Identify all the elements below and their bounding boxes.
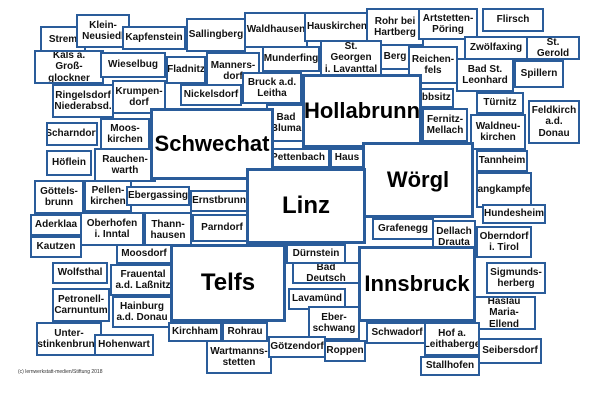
place-card: Frauental a.d. Laßnitz [110, 264, 176, 296]
place-card: Hauskirchen [304, 12, 370, 42]
place-card: Ebergassing [126, 186, 190, 206]
place-card: Wartmanns- stetten [206, 340, 272, 374]
place-card: Berg [380, 44, 410, 70]
place-card: Klein- Neusiedl [76, 14, 130, 48]
credit-text: (c) lernwerkstatt-medien/Stiftung 2018 [18, 369, 103, 375]
place-card: Waldhausen [244, 12, 308, 48]
place-card: Moosdorf [116, 244, 172, 264]
place-card: Fernitz- Mellach [422, 108, 468, 142]
big-place-card-woergl: Wörgl [362, 142, 474, 218]
place-card: Höflein [46, 150, 92, 176]
place-card: Hundesheim [482, 204, 546, 224]
place-card: Unter- stinkenbrunn [36, 322, 102, 356]
place-card: Götzendorf [268, 336, 326, 358]
place-card: Fladnitz [166, 56, 206, 84]
place-card: Sigmunds- herberg [486, 262, 546, 294]
place-card: Feldkirch a.d. Donau [528, 100, 580, 144]
place-card: Stallhofen [420, 356, 480, 376]
big-place-card-linz: Linz [246, 168, 366, 244]
place-card: Moos- kirchen [100, 118, 150, 150]
place-card: Roppen [324, 340, 366, 362]
big-place-card-telfs: Telfs [170, 244, 286, 322]
place-card: Spillern [514, 60, 564, 88]
place-card: Sallingberg [186, 18, 246, 52]
place-card: Parndorf [192, 214, 252, 242]
place-card: Pettenbach [266, 148, 330, 168]
place-card: Rauchen- warth [94, 148, 156, 182]
place-card: St. Georgen i. Lavanttal [320, 40, 382, 76]
place-card: Kals a. Groß- glockner [34, 50, 104, 84]
place-card: Seibersdorf [478, 338, 542, 364]
place-card: Kirchham [168, 322, 222, 342]
place-card: Munderfing [262, 46, 320, 72]
place-card: Wolfsthal [52, 262, 108, 284]
place-card: Hohenwart [94, 334, 154, 356]
place-card: Bad Deutsch [292, 262, 360, 284]
place-card: Haus [330, 148, 364, 168]
place-card: Schwadorf [366, 322, 428, 344]
big-place-card-hollabrunn: Hollabrunn [302, 74, 422, 148]
big-place-card-innsbruck: Innsbruck [358, 246, 476, 322]
place-card: St. Gerold [526, 36, 580, 60]
place-card: Kapfenstein [122, 26, 186, 50]
place-card: Scharndorf [46, 122, 98, 146]
place-card: Waldneu- kirchen [470, 114, 526, 150]
place-card: Langkampfen [476, 172, 532, 208]
place-card: Flirsch [482, 8, 544, 32]
place-card: Oberhofen i. Inntal [80, 212, 144, 246]
place-card: Zwölfaxing [464, 36, 528, 60]
place-card: Pellen- kirchen [84, 180, 132, 212]
place-card: Reichen- fels [408, 46, 458, 84]
place-card: Dürnstein [286, 244, 346, 264]
place-card: Hainburg a.d. Donau [112, 296, 172, 328]
place-card: Artstetten- Pöring [418, 8, 478, 40]
place-card: Oberndorf i. Tirol [476, 226, 532, 258]
place-card: Bruck a.d. Leitha [242, 72, 302, 104]
place-card: Haslau Maria-Ellend [472, 296, 536, 330]
place-card: Ringelsdorf Niederabsd. [52, 84, 114, 118]
place-card: Grafenegg [372, 218, 434, 240]
place-card: Kautzen [30, 236, 82, 258]
place-card: Aderklaa [30, 214, 82, 236]
place-card: Petronell- Carnuntum [52, 288, 110, 322]
place-card: Wieselbug [100, 52, 166, 78]
place-card: Türnitz [476, 92, 524, 114]
place-card: Ernstbrunn [190, 190, 248, 212]
place-card: Rohrau [222, 322, 268, 342]
place-card: Thann- hausen [144, 212, 192, 248]
place-card: Bad St. Leonhard [456, 58, 514, 92]
place-card: Hof a. Leithaberge [424, 322, 480, 356]
place-card: Eber- schwang [308, 306, 360, 340]
place-card: Tannheim [476, 150, 528, 172]
place-card: Nickelsdorf [180, 84, 242, 106]
place-card: Göttels- brunn [34, 180, 84, 214]
